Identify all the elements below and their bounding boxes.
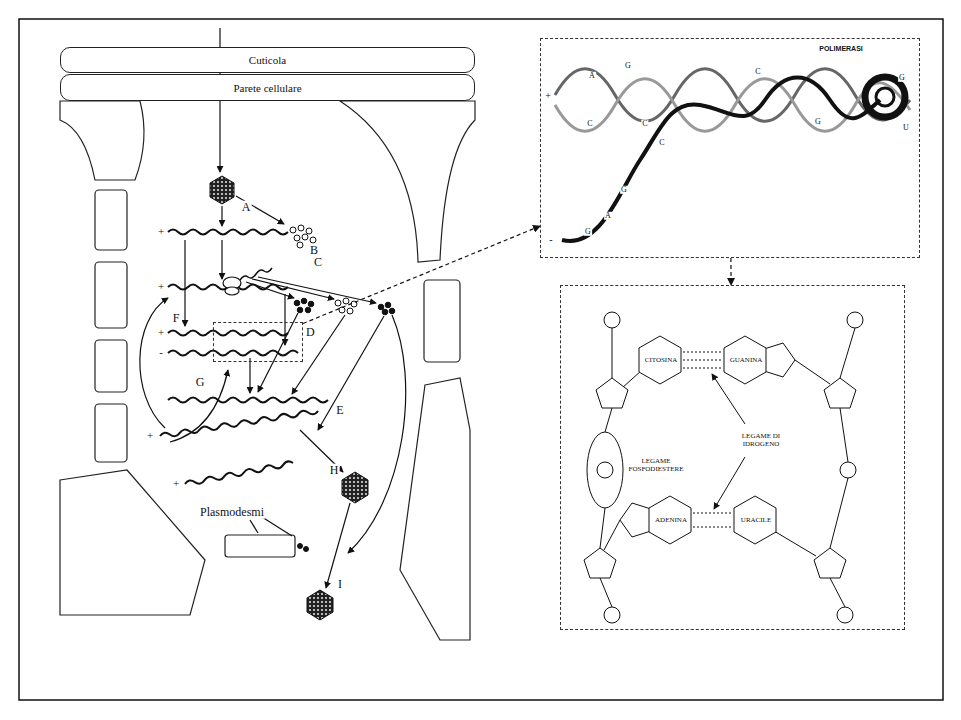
node-label: URACILE: [741, 517, 771, 525]
node-label: D: [306, 326, 315, 339]
base-letter: A: [588, 72, 596, 80]
cell-wall-band: Parete cellulare: [60, 74, 475, 101]
polarity-sign: +: [157, 281, 165, 293]
part-label: Plasmodesmi: [199, 506, 265, 519]
virus-particle: [210, 176, 368, 620]
rna-helix: [555, 69, 910, 241]
cuticle-band: Cuticola: [60, 47, 475, 73]
callout-letter: E: [335, 404, 344, 417]
polarity-sign: -: [548, 235, 553, 246]
protein-dots: [290, 225, 395, 552]
arrows: [140, 28, 406, 588]
node-label: POLIMERASI: [819, 45, 863, 53]
base-letter: C: [658, 139, 665, 147]
rna-strand: [160, 230, 328, 487]
callout-letter: B: [309, 244, 319, 257]
base-letter: G: [898, 74, 906, 82]
detail-box: D: [213, 322, 303, 362]
callout-letter: I: [337, 578, 343, 591]
base-letter: G: [620, 186, 628, 194]
base-letter: U: [902, 124, 910, 132]
frame: [19, 19, 943, 700]
nucleotide: [584, 312, 863, 623]
ribosome: [223, 277, 241, 295]
inset-panel: CITOSINA GUANINA ADENINA URACILE LEGAME FOSF…: [560, 285, 905, 630]
dashed-connector: [303, 226, 540, 323]
node-label: CITOSINA: [645, 357, 678, 365]
node-label: ADENINA: [655, 517, 687, 525]
base-letter: G: [584, 228, 592, 236]
base-letter: C: [586, 120, 593, 128]
base-letter: G: [624, 62, 632, 70]
base-letter: C: [754, 68, 761, 76]
callout-letter: A: [241, 201, 252, 214]
hydrogen-bond: [683, 352, 732, 527]
callout-letter: C: [313, 256, 323, 269]
polarity-sign: +: [157, 327, 165, 339]
node-label: GUANINA: [730, 357, 763, 365]
callout-letter: H: [329, 464, 340, 477]
node-label: LEGAME DI IDROGENO: [731, 433, 791, 448]
polarity-sign: +: [157, 226, 165, 238]
inset-panel: POLIMERASI: [540, 38, 920, 258]
base-letter: A: [604, 212, 612, 220]
leader: [712, 374, 745, 509]
band-label: Cuticola: [249, 54, 286, 66]
base-letter: G: [814, 118, 822, 126]
node-label: LEGAME FOSFODIESTERE: [625, 458, 687, 473]
callout-letter: F: [172, 312, 181, 325]
polarity-sign: +: [544, 91, 552, 102]
polarity-sign: -: [158, 347, 164, 359]
dashed-connector: [730, 258, 731, 285]
polarity-sign: +: [146, 430, 154, 442]
cell-wall: [60, 101, 475, 640]
base-letter: C: [641, 120, 648, 128]
polarity-sign: +: [172, 478, 180, 490]
band-label: Parete cellulare: [233, 82, 301, 94]
callout-letter: G: [195, 376, 206, 389]
